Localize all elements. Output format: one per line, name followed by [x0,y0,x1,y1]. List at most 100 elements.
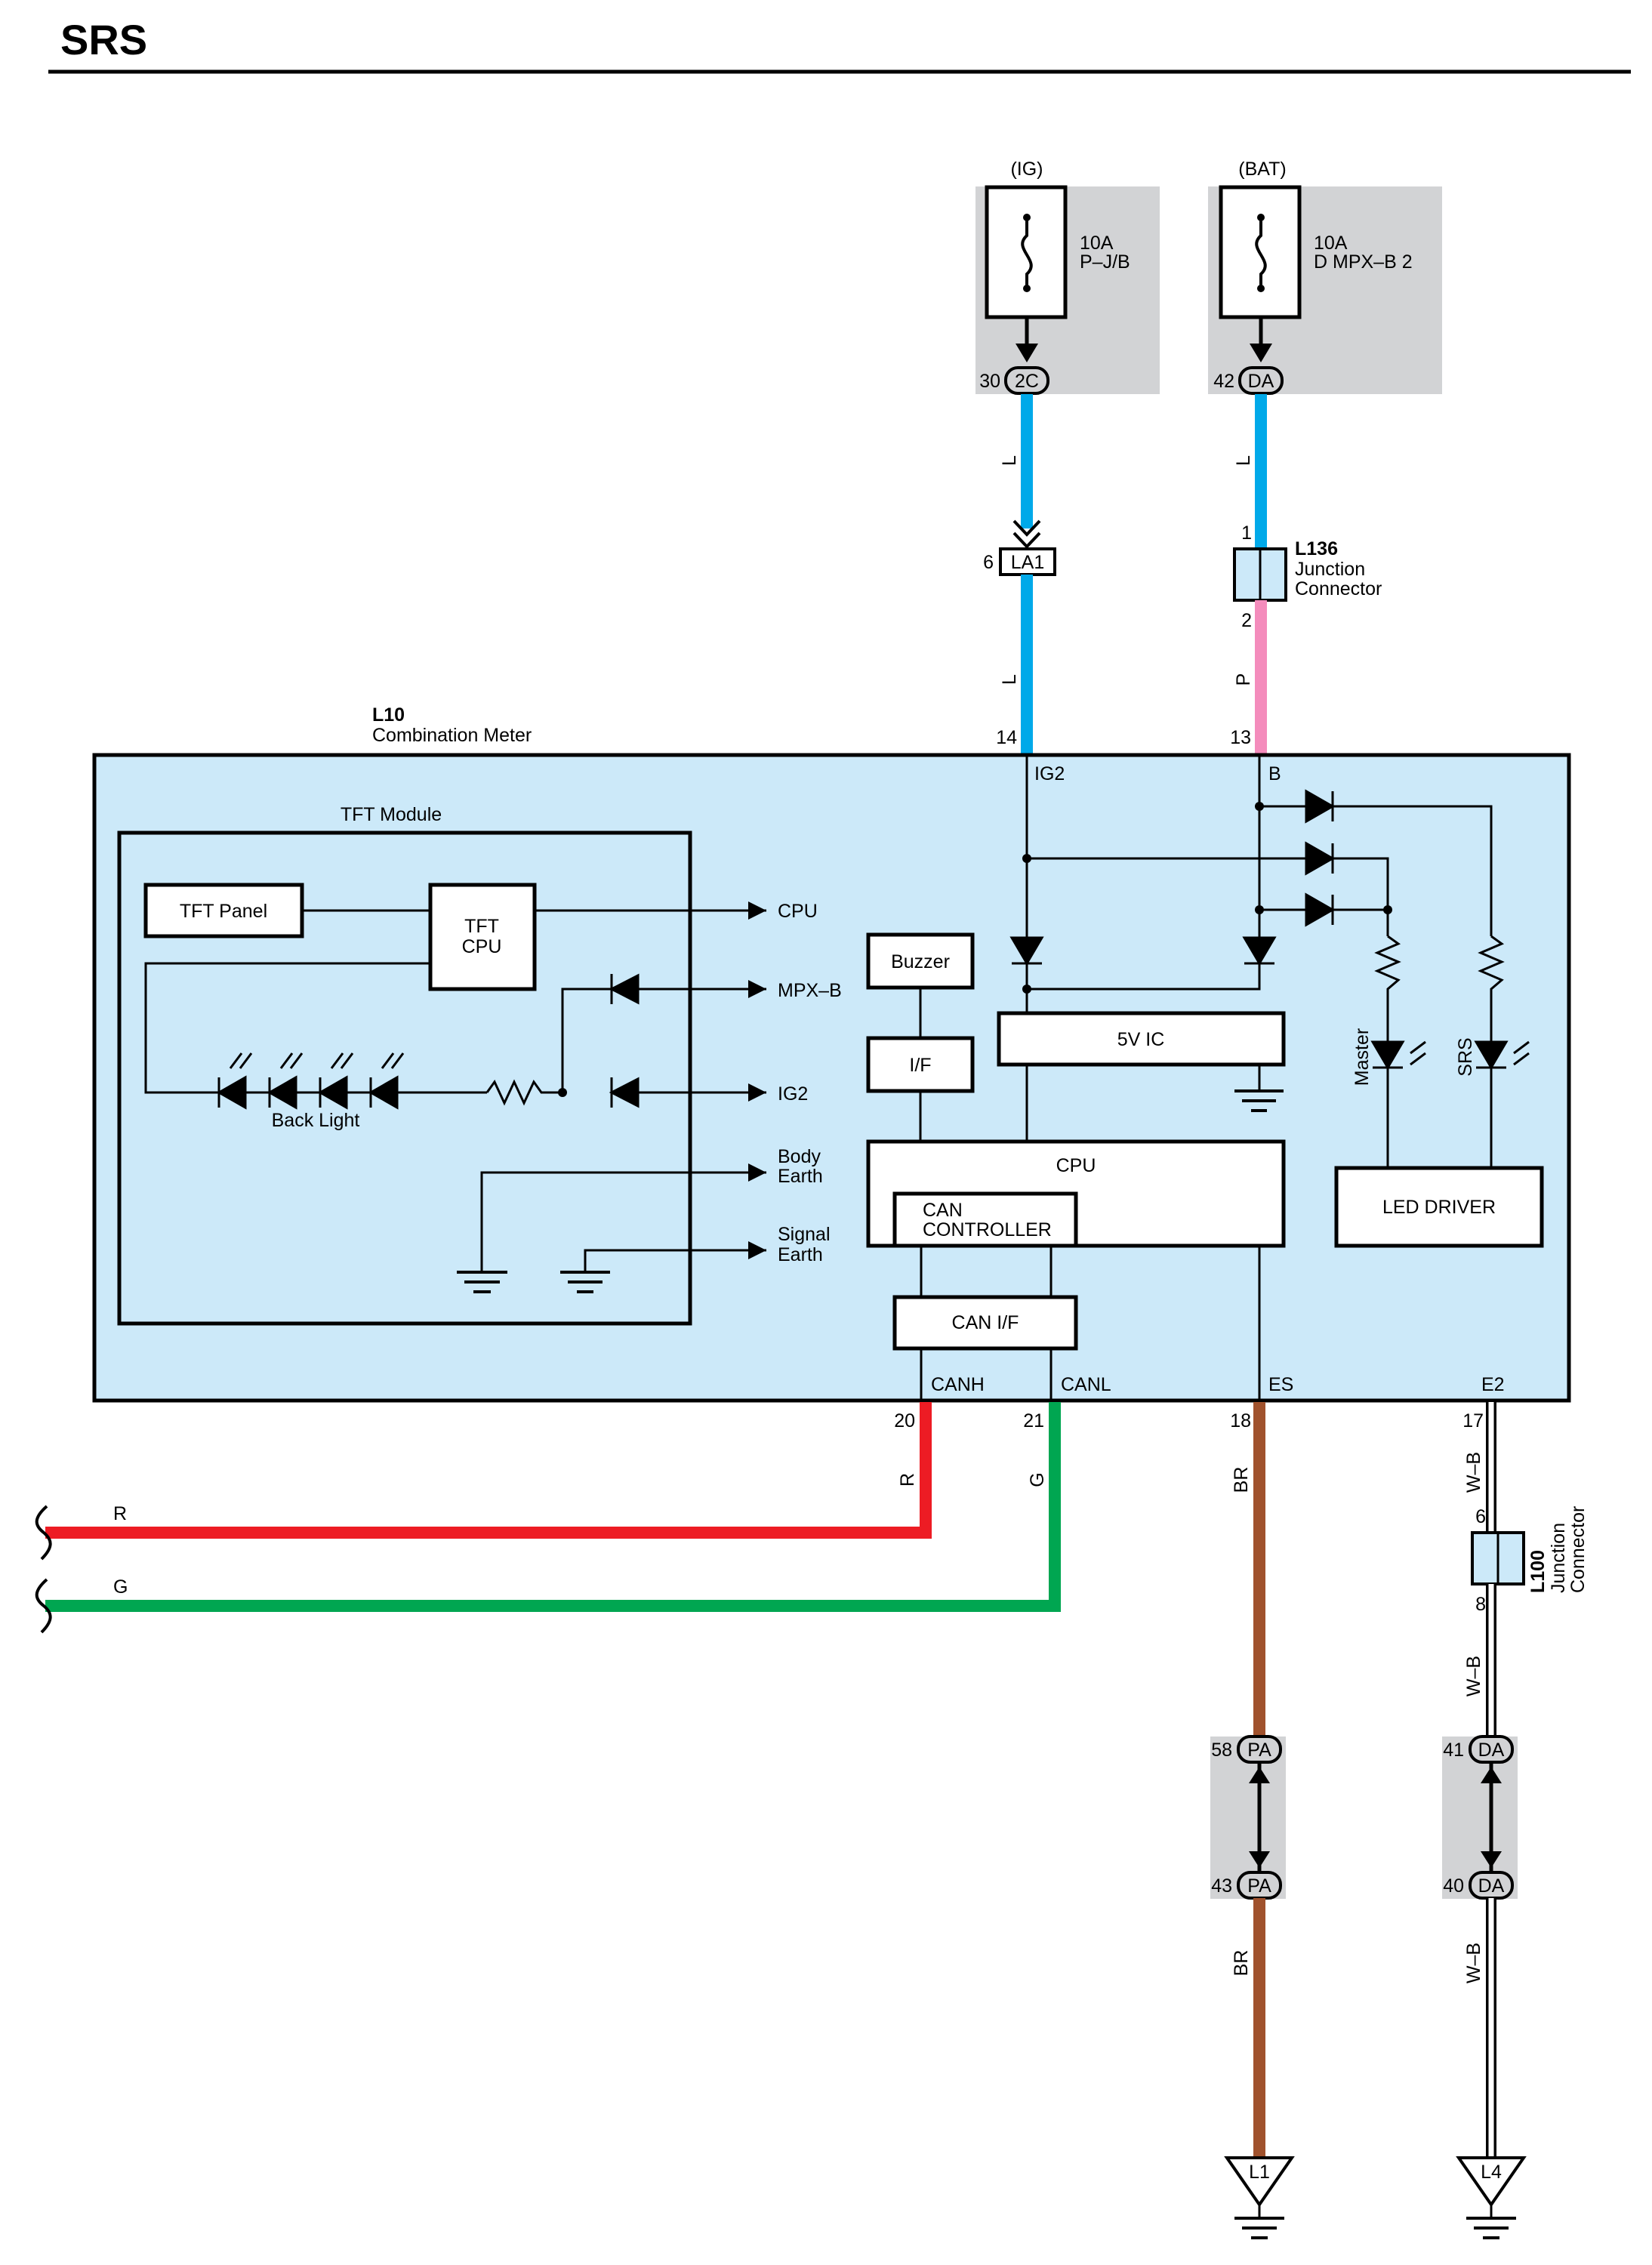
connector-l136-pin-bottom: 2 [1241,610,1252,631]
ic-5v-label: 5V IC [1117,1029,1165,1050]
terminal-b: B [1268,763,1281,784]
srs-label: SRS [1455,1037,1476,1076]
connector-da-top-label: DA [1248,371,1274,392]
ground-l1 [1234,2217,1284,2239]
fuse-bat-source: (BAT) [1238,159,1286,180]
can-if-label: CAN I/F [952,1312,1019,1333]
if-label: I/F [909,1055,931,1076]
connector-l136-pin-top: 1 [1241,522,1252,544]
can-controller [892,1191,1078,1248]
backlight-resistor [485,1079,562,1106]
fuse-bat-rating: 10A [1314,233,1348,254]
connector-l100-pin-top: 6 [1475,1506,1486,1527]
can-if [892,1295,1078,1351]
resistor-master [1374,935,1401,1042]
wire-bat-lower-color: P [1233,673,1254,686]
ground-l4-symbol [1456,2156,1527,2208]
ground-l1-symbol [1224,2156,1295,2208]
connector-la1-label: LA1 [1011,552,1044,573]
resistor-srs [1478,935,1505,1042]
wire-canh [45,1402,932,1539]
meter-pin-e2: 17 [1462,1410,1484,1431]
terminal-ig2: IG2 [1034,763,1065,784]
meter-pin-ig2: 14 [996,727,1017,748]
meter-id: L10 [372,704,405,726]
signal-earth-ground [560,1271,610,1293]
wire-can-left-g: G [113,1576,128,1598]
connector-l100-line2: Connector [1567,1506,1589,1593]
combination-meter [92,753,1571,1403]
tft-panel [143,883,304,938]
ground-l4-label: L4 [1481,2162,1502,2183]
ground-l1-label: L1 [1249,2162,1270,2183]
terminal-canl: CANL [1061,1374,1111,1395]
fuse-ig-element [1021,219,1033,288]
connector-2c [1004,366,1049,395]
connector-da-bottom-pin: 40 [1443,1875,1464,1897]
connector-l100-pin-bottom: 8 [1475,1594,1486,1615]
led-driver [1334,1166,1544,1248]
tft-module-title: TFT Module [341,804,442,825]
connector-l136-line1: Junction [1295,559,1365,580]
meter-name: Combination Meter [372,725,532,746]
terminal-canh: CANH [931,1374,985,1395]
meter-pin-b: 13 [1230,727,1251,748]
fuse-ig-rating: 10A [1080,233,1114,254]
tft-out-body1: Body [778,1146,821,1167]
connector-la1-pin: 6 [983,552,994,573]
wire-canl-break [35,1578,52,1634]
tft-out-signal2: Earth [778,1244,823,1265]
wire-e2-lower-color: W–B [1463,1943,1484,1983]
terminal-es: ES [1268,1374,1293,1395]
wire-ig-upper-color: L [999,455,1020,466]
wire-e2-mid-color: W–B [1463,1656,1484,1696]
ground-l4 [1466,2217,1516,2239]
cpu-label: CPU [1056,1155,1096,1176]
terminal-e2: E2 [1481,1374,1505,1395]
tft-cpu [428,883,537,991]
tft-out-body2: Earth [778,1166,823,1187]
wire-e2-upper-color: W–B [1463,1452,1484,1493]
body-earth-ground [457,1271,507,1293]
connector-l100-line1: Junction [1548,1523,1569,1593]
connector-pa-bottom-pin: 43 [1211,1875,1232,1897]
wire-canh-break [35,1505,52,1561]
wire-bat-upper-color: L [1233,455,1254,466]
tft-cpu-line2: CPU [462,936,502,957]
wire-canh-color: R [897,1473,918,1487]
tft-module [117,830,692,1326]
buzzer-label: Buzzer [891,951,950,972]
back-light-label: Back Light [272,1110,360,1131]
tft-panel-label: TFT Panel [180,901,267,922]
ic-5v-ground [1234,1089,1284,1112]
meter-pin-es: 18 [1230,1410,1251,1431]
meter-pin-canh: 20 [894,1410,915,1431]
tft-out-ig2: IG2 [778,1083,808,1105]
can-controller-line1: CAN [923,1200,963,1221]
connector-pa-top-pin: 58 [1211,1740,1232,1761]
connector-l136-line2: Connector [1295,578,1382,599]
connector-da-top-pin: 42 [1213,371,1234,392]
tft-out-mpxb: MPX–B [778,980,842,1001]
wire-es-upper-color: BR [1231,1467,1252,1493]
backlight-leds [211,1052,487,1110]
can-controller-line2: CONTROLLER [923,1219,1052,1240]
fuse-ig-source: (IG) [1010,159,1043,180]
page-title: SRS [60,16,147,63]
tft-out-signal1: Signal [778,1224,831,1245]
buzzer [866,932,975,990]
tft-out-cpu: CPU [778,901,818,922]
connector-l136-id: L136 [1295,538,1338,559]
wire-can-left-r: R [113,1503,127,1524]
connector-2c-pin: 30 [979,371,1000,392]
fuse-ig-name: P–J/B [1080,251,1130,273]
tft-cpu-line1: TFT [464,916,499,937]
master-label: Master [1351,1028,1373,1086]
connector-pa-top-label: PA [1247,1740,1271,1761]
connector-da-upper-pin: 41 [1443,1740,1464,1761]
wire-canl [45,1402,1061,1612]
connector-da-top [1238,366,1284,395]
wire-es-lower-color: BR [1231,1950,1252,1977]
ic-5v [997,1011,1286,1067]
